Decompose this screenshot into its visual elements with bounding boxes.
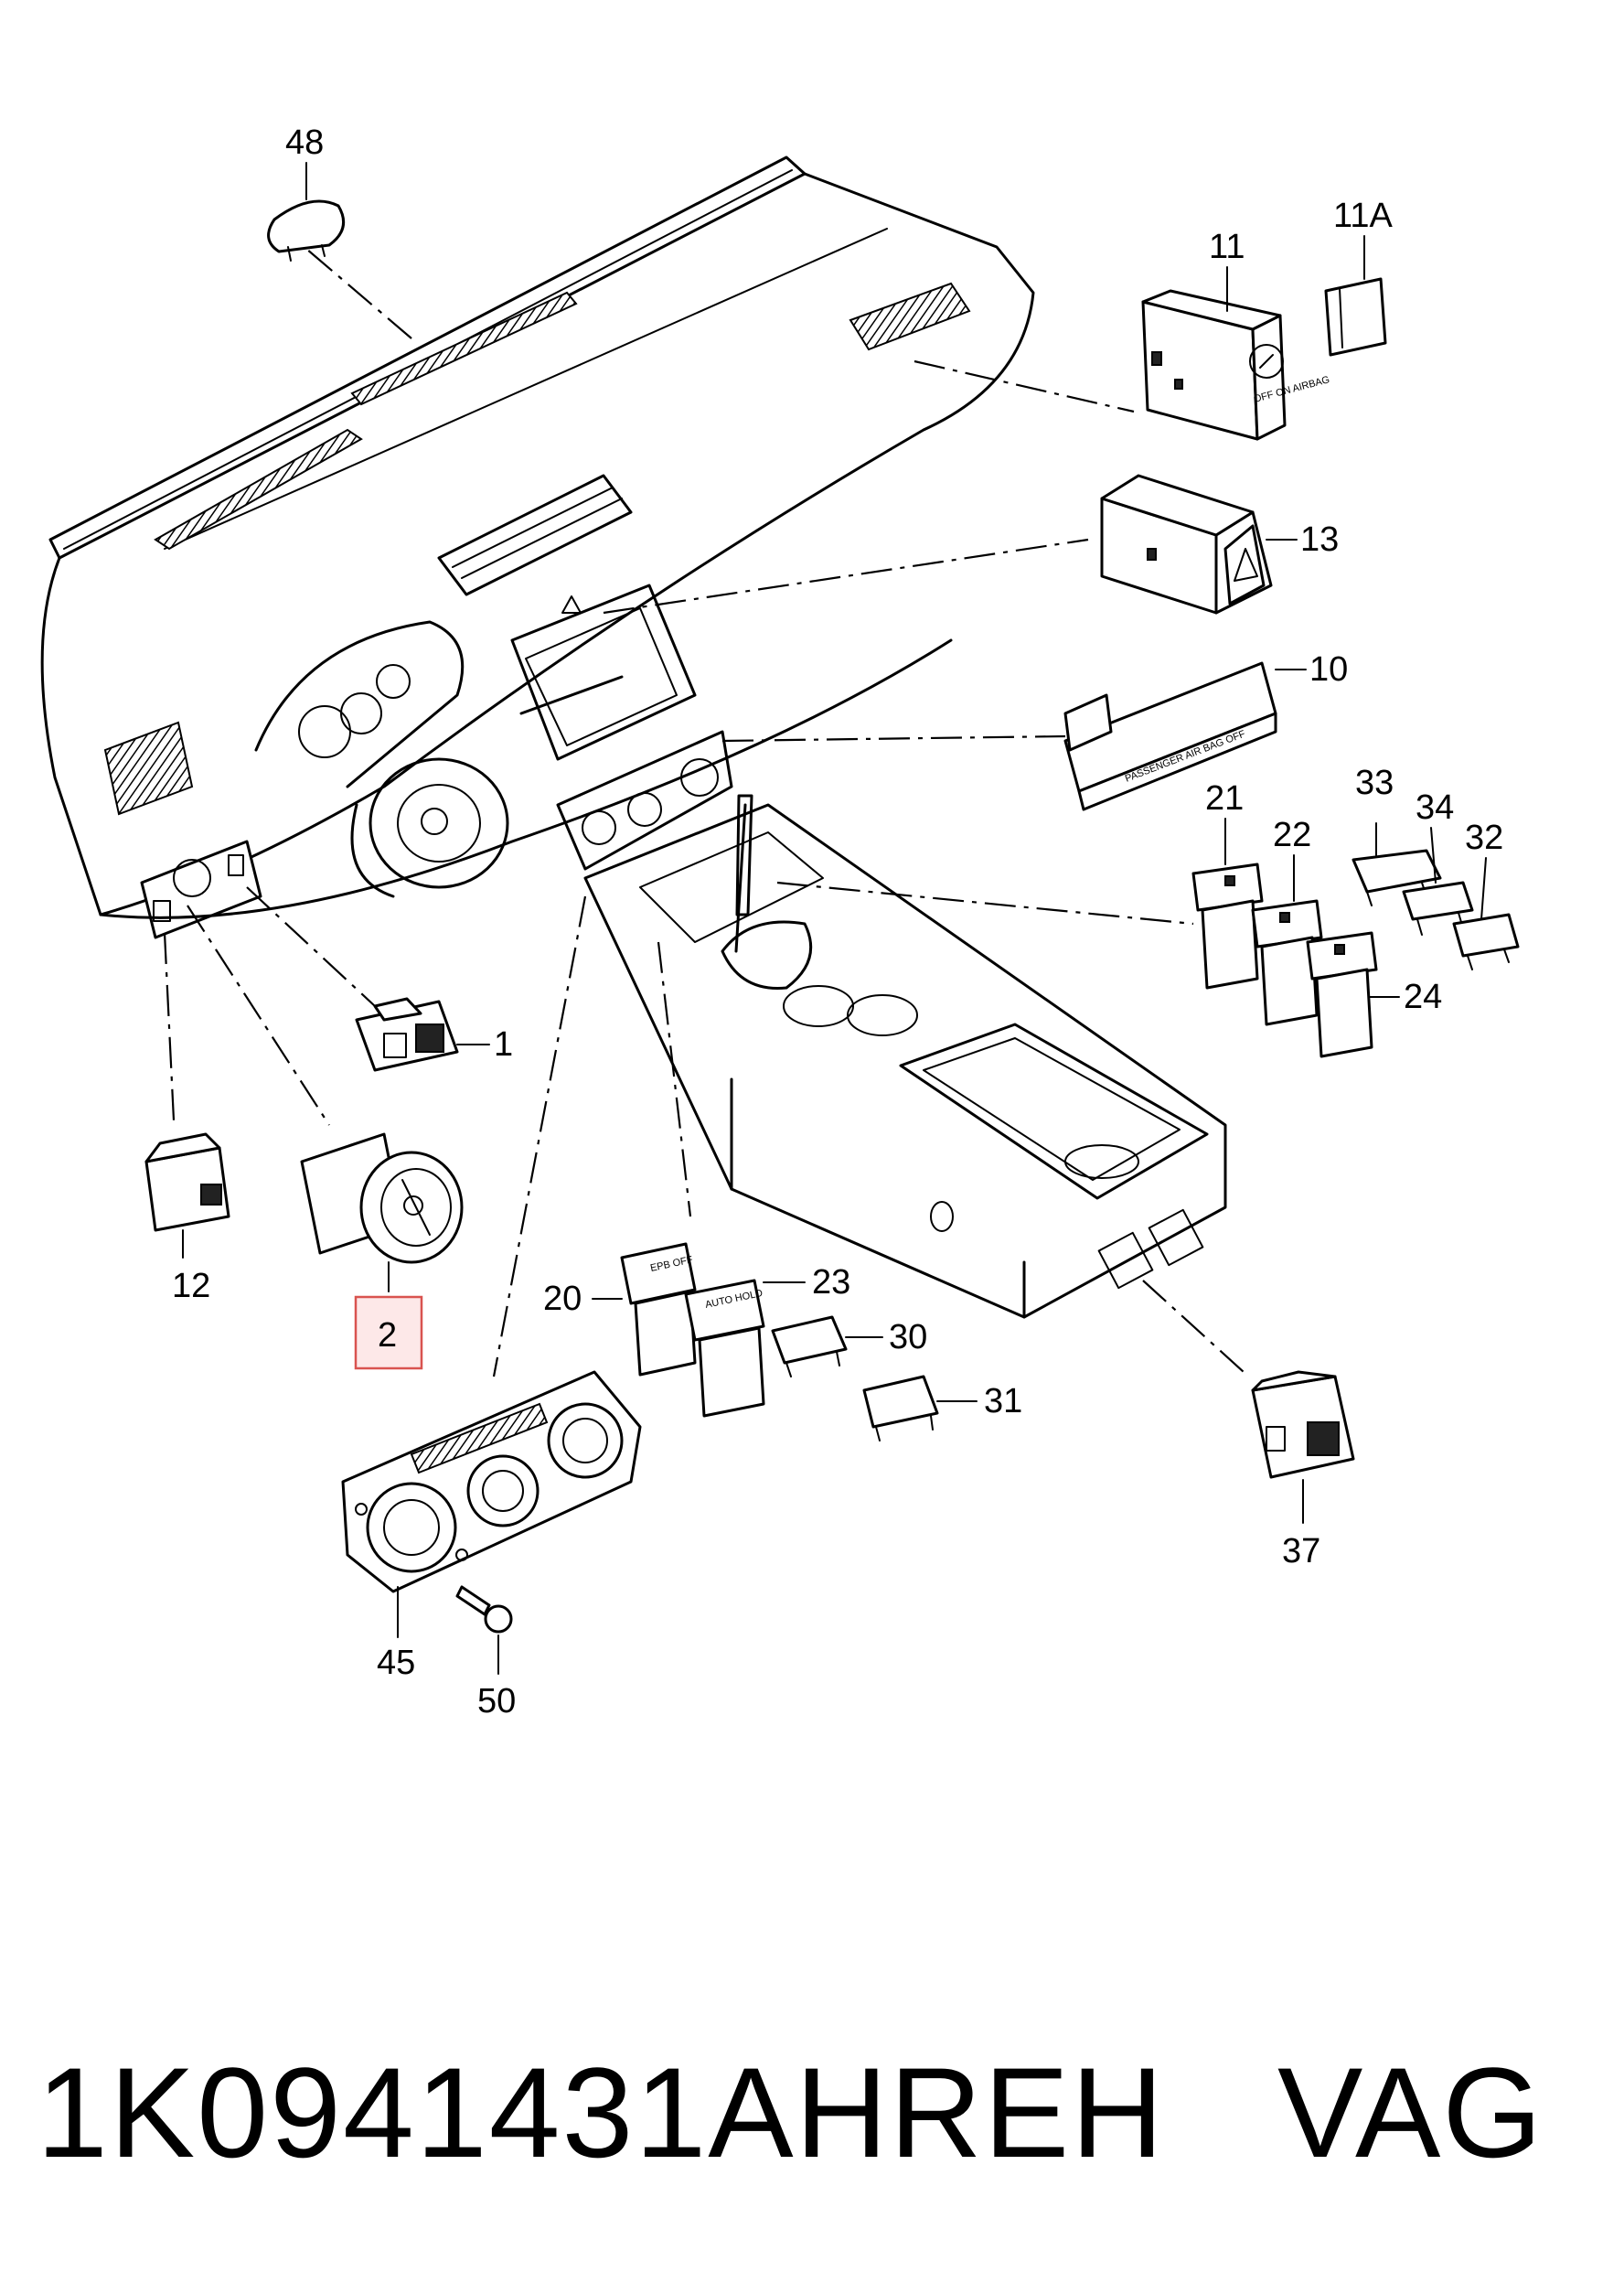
callout-21: 21 bbox=[1205, 779, 1244, 818]
part-50-screw bbox=[455, 1585, 513, 1634]
part-13-hazard-switch bbox=[1100, 474, 1273, 615]
part-48-cover bbox=[267, 199, 346, 262]
part-32-blank bbox=[1452, 913, 1520, 970]
callout-24: 24 bbox=[1404, 978, 1442, 1016]
part-1-switch bbox=[355, 997, 459, 1072]
center-console bbox=[583, 794, 1227, 1319]
part-11a-cover bbox=[1324, 277, 1387, 357]
callout-48: 48 bbox=[285, 123, 324, 162]
callout-labels: 48 11A 11 13 10 21 22 33 34 32 24 1 12 2… bbox=[172, 123, 1503, 1720]
part-33-blank bbox=[1352, 849, 1442, 906]
part-30-blank bbox=[771, 1315, 848, 1377]
part-24-switch bbox=[1306, 931, 1378, 1058]
dashboard-outline bbox=[40, 155, 1035, 939]
part-11-airbag-switch: OFF ON AIRBAG bbox=[1141, 289, 1330, 441]
part-2-light-switch bbox=[300, 1132, 464, 1264]
part-45-climate-panel bbox=[341, 1370, 642, 1593]
callout-31: 31 bbox=[984, 1382, 1022, 1420]
callout-1: 1 bbox=[494, 1025, 513, 1064]
callout-10: 10 bbox=[1309, 650, 1348, 689]
callout-32: 32 bbox=[1465, 819, 1503, 857]
callout-2-highlight-box bbox=[354, 1295, 423, 1370]
part-23-auto-hold-switch: AUTO HOLD bbox=[684, 1279, 765, 1418]
part-21-switch bbox=[1191, 863, 1264, 990]
callout-34: 34 bbox=[1416, 788, 1454, 827]
part-number-caption: 1K0941431AHREH VAG bbox=[37, 2041, 1544, 2184]
callout-30: 30 bbox=[889, 1318, 927, 1356]
part-34-blank bbox=[1402, 881, 1474, 936]
callout-2: 2 bbox=[378, 1316, 397, 1355]
callout-leaders bbox=[182, 162, 1487, 1675]
callout-33: 33 bbox=[1355, 764, 1394, 802]
callout-22: 22 bbox=[1273, 816, 1311, 854]
callout-45: 45 bbox=[377, 1644, 415, 1682]
callout-20: 20 bbox=[543, 1280, 582, 1318]
callout-50: 50 bbox=[477, 1682, 516, 1720]
part-31-blank bbox=[862, 1375, 939, 1441]
leader-lines bbox=[163, 248, 1245, 1377]
callout-37: 37 bbox=[1282, 1532, 1320, 1570]
callout-13: 13 bbox=[1300, 520, 1339, 559]
part-10-airbag-off-lamp: PASSENGER AIR BAG OFF bbox=[1063, 661, 1277, 811]
callout-11a: 11A bbox=[1333, 197, 1393, 235]
part-20-epb-switch: EPB OFF bbox=[620, 1242, 697, 1377]
part-37-switch bbox=[1251, 1370, 1355, 1479]
part-12-switch bbox=[144, 1132, 230, 1232]
callout-11: 11 bbox=[1209, 228, 1245, 266]
callout-12: 12 bbox=[172, 1267, 210, 1305]
callout-23: 23 bbox=[812, 1263, 850, 1302]
part-22-switch bbox=[1251, 899, 1323, 1026]
